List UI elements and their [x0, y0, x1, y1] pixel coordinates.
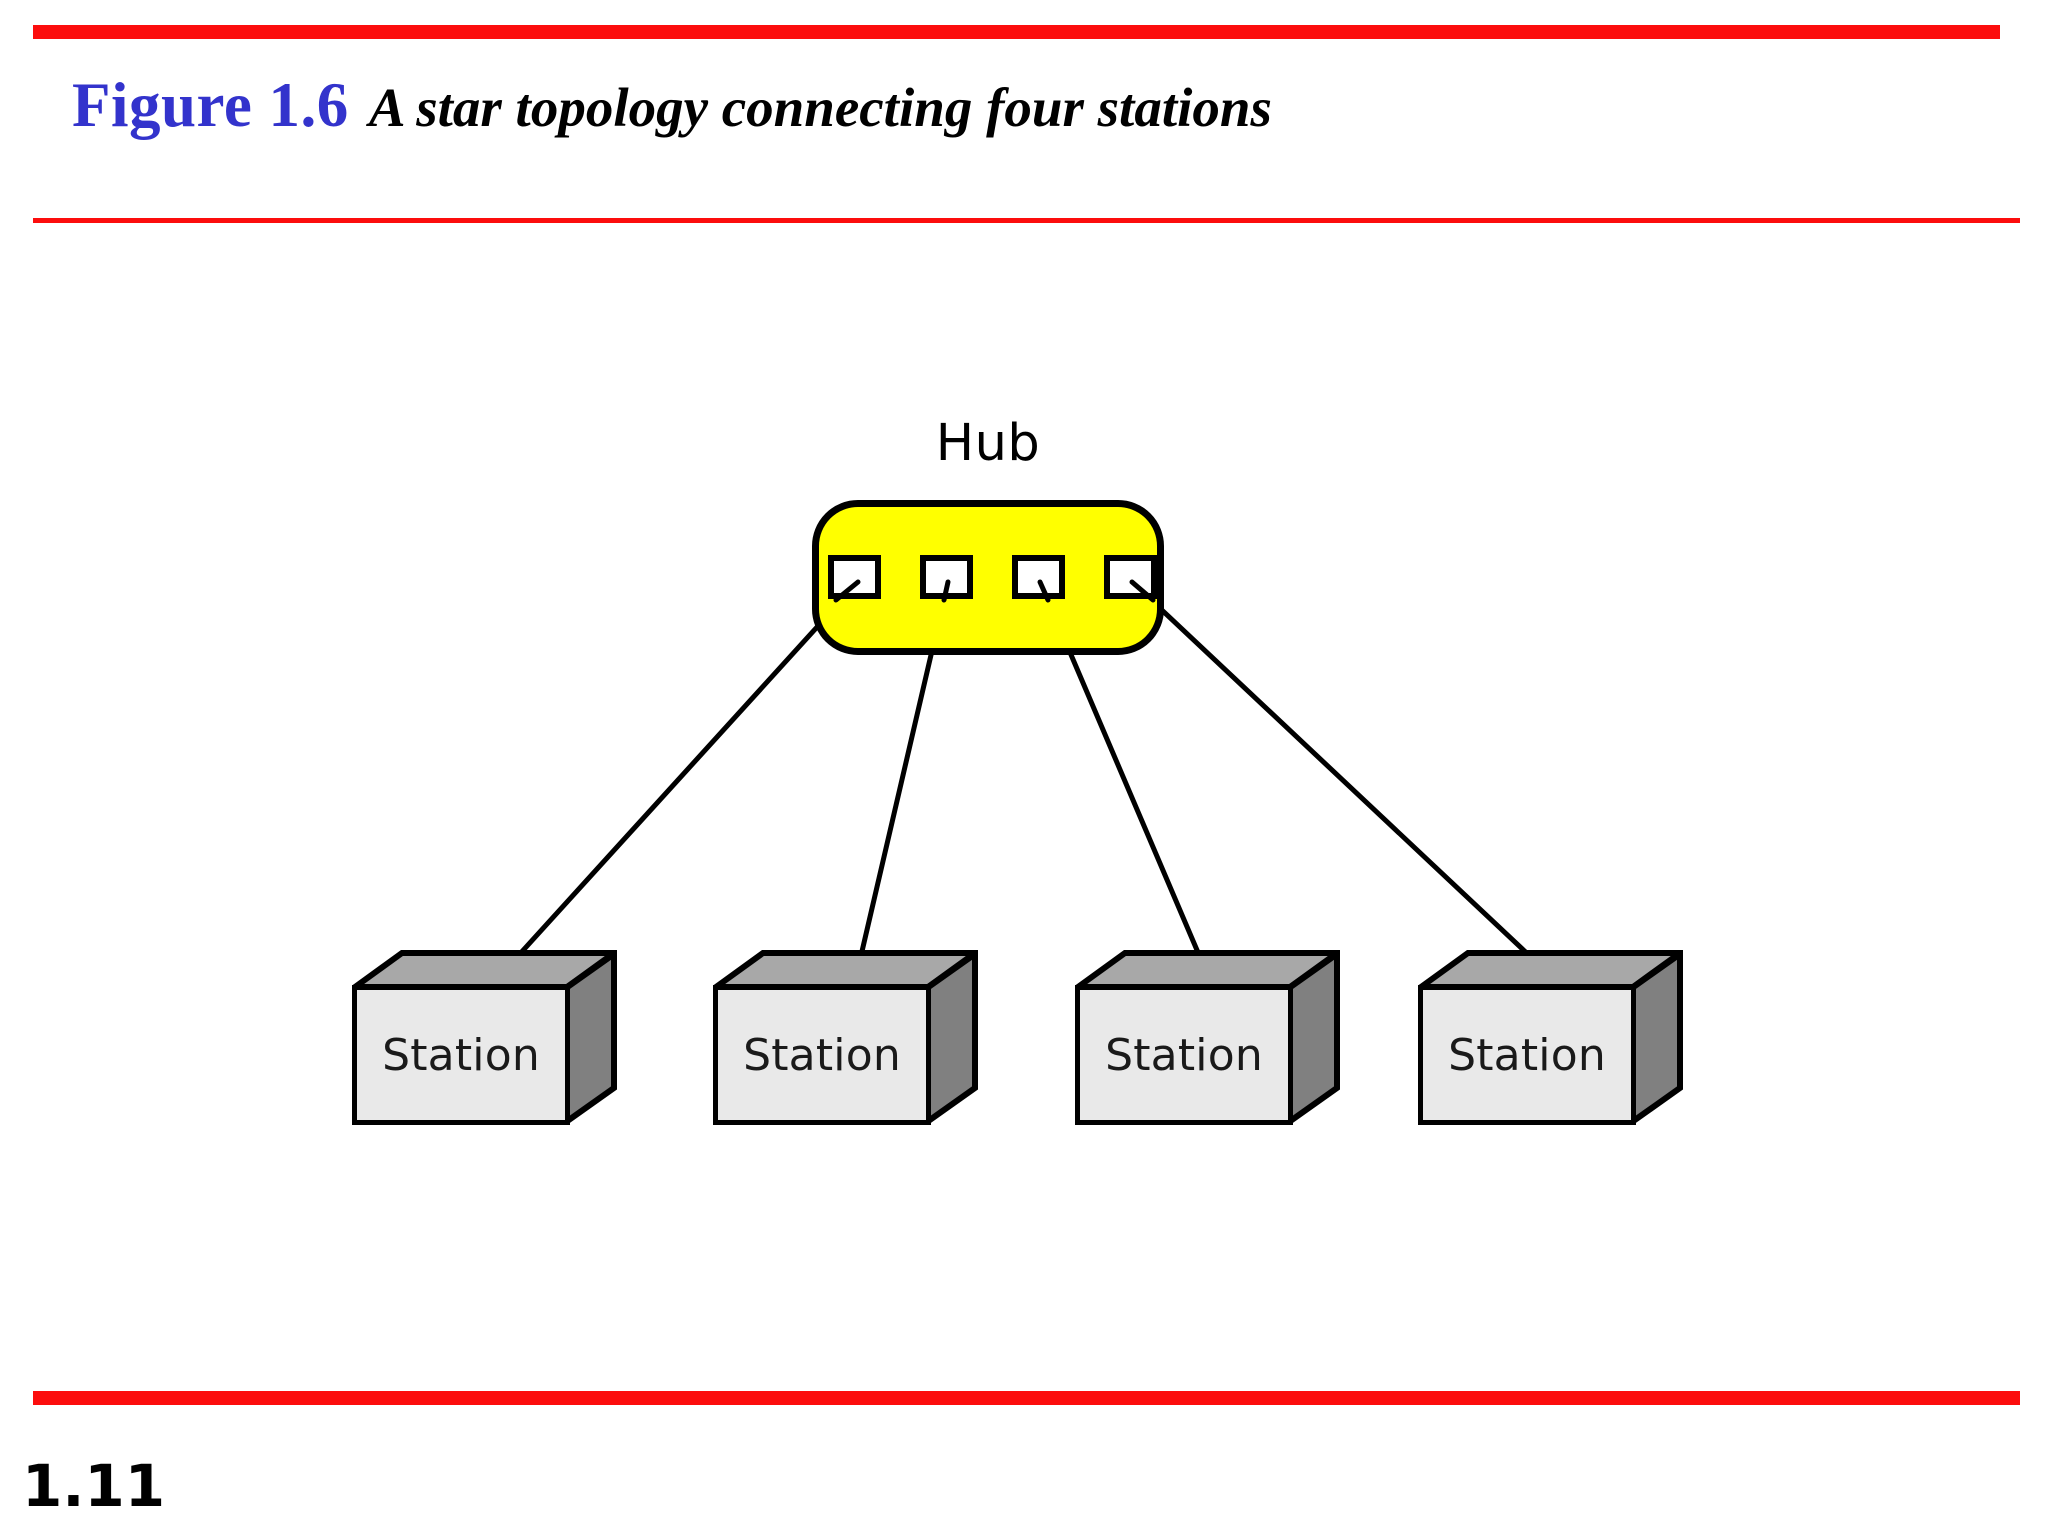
station-side-face	[1629, 950, 1683, 1125]
station-front-face	[1075, 985, 1293, 1125]
station-label: Station	[743, 1029, 901, 1081]
station-side-face	[563, 950, 617, 1125]
hub-label: Hub	[935, 414, 1041, 473]
station-front-face	[352, 985, 570, 1125]
hub-port-4[interactable]	[1104, 555, 1157, 599]
station-label: Station	[382, 1029, 540, 1081]
station-front-face	[713, 985, 931, 1125]
figure-caption: A star topology connecting four stations	[368, 77, 1272, 138]
hub-port-2[interactable]	[920, 555, 973, 599]
station-box-2[interactable]: Station	[713, 950, 978, 1125]
station-label: Station	[1448, 1029, 1606, 1081]
station-label: Station	[1105, 1029, 1263, 1081]
link-hub-to-station-1	[484, 579, 861, 993]
title-underline-rule	[33, 218, 2020, 223]
hub-port-3[interactable]	[1012, 555, 1065, 599]
link-hub-to-station-4	[1129, 579, 1569, 993]
hub-port-1[interactable]	[828, 555, 881, 599]
bottom-rule	[33, 1391, 2020, 1405]
station-box-1[interactable]: Station	[352, 950, 617, 1125]
station-front-face	[1418, 985, 1636, 1125]
station-box-4[interactable]: Station	[1418, 950, 1683, 1125]
station-box-3[interactable]: Station	[1075, 950, 1340, 1125]
figure-number: Figure 1.6	[72, 70, 349, 140]
page-number: 1.11	[22, 1452, 166, 1520]
station-side-face	[924, 950, 978, 1125]
station-side-face	[1286, 950, 1340, 1125]
top-rule	[33, 25, 2000, 39]
